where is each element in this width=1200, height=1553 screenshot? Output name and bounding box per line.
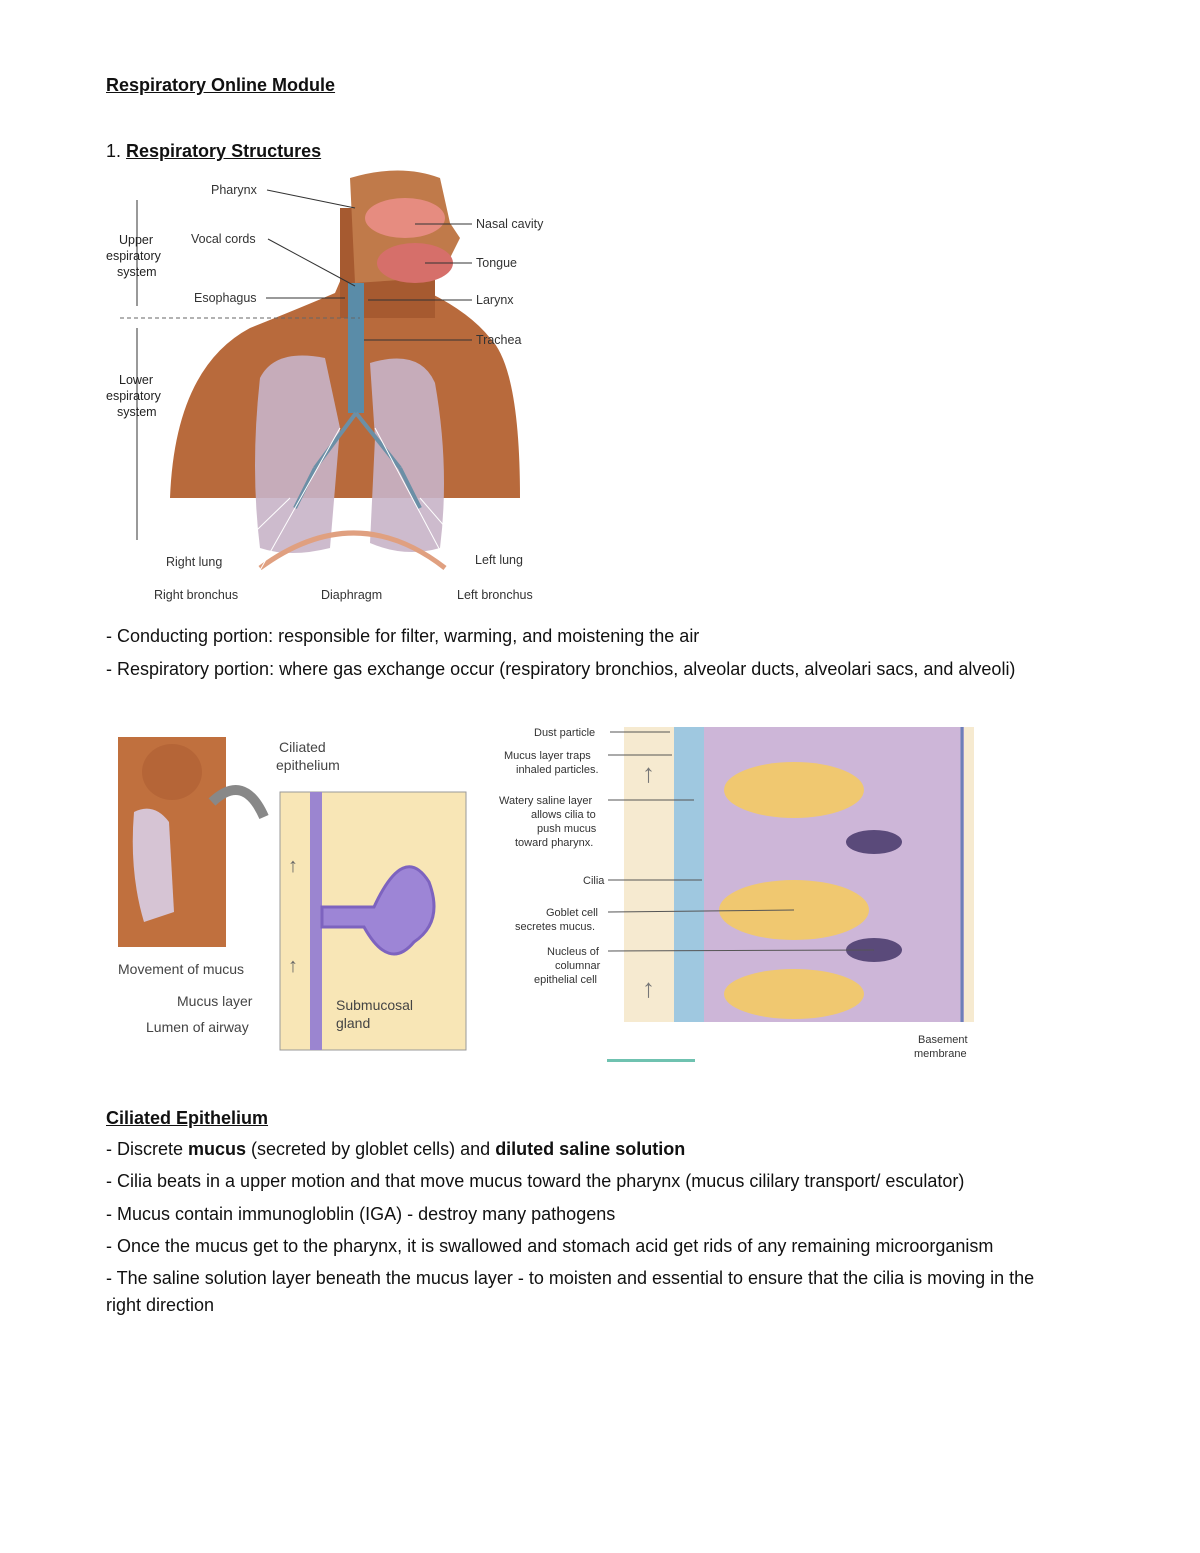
mucociliary-detail-figure: ↑ ↑ Dust particle Mucus layer traps inha…	[499, 727, 974, 1062]
left-lung-shape	[370, 358, 444, 552]
label-left-bronchus: Left bronchus	[457, 588, 533, 602]
label-basement: Basement	[918, 1034, 968, 1046]
epithelium-layer	[310, 792, 322, 1050]
respiratory-anatomy-figure: Upper espiratory system Lower espiratory…	[106, 170, 544, 602]
label-nucleus-3: epithelial cell	[534, 974, 597, 986]
label-lumen: Lumen of airway	[146, 1019, 249, 1035]
label-saline-2: allows cilia to	[531, 809, 596, 821]
section-number: 1.	[106, 141, 122, 161]
bullet-mucus-iga: - Mucus contain immunogloblin (IGA) - de…	[106, 1204, 616, 1224]
label-lower-3: system	[117, 405, 157, 419]
respiratory-portion-text: - Respiratory portion: where gas exchang…	[106, 659, 1016, 679]
label-cilia: Cilia	[583, 875, 605, 887]
document-title: Respiratory Online Module	[106, 75, 336, 95]
label-upper-2: espiratory	[106, 249, 162, 263]
label-ciliated-2: epithelium	[276, 757, 340, 773]
goblet-cell-shape-3	[724, 969, 864, 1019]
leader-vocal-cords	[267, 238, 356, 287]
label-nucleus-2: columnar	[555, 960, 601, 972]
bullet-1-prefix: - Discrete	[106, 1139, 189, 1159]
label-saline-4: toward pharynx.	[515, 837, 593, 849]
label-goblet-2: secretes mucus.	[515, 921, 595, 933]
leader-left-lung	[419, 497, 473, 559]
label-trachea: Trachea	[476, 333, 521, 347]
goblet-cell-shape	[724, 762, 864, 818]
section-title: Respiratory Structures	[126, 141, 322, 161]
label-right-bronchus: Right bronchus	[154, 588, 238, 602]
bullet-1-bold-saline: diluted saline solution	[495, 1139, 686, 1159]
label-right-lung: Right lung	[166, 555, 222, 569]
leader-nucleus	[607, 949, 875, 952]
label-mucus-layer: Mucus layer	[177, 993, 253, 1009]
leader-right-lung	[227, 497, 291, 559]
nucleus-shape	[846, 830, 902, 854]
mucus-flow-arrow-icon: ↑	[642, 758, 655, 788]
bullet-mucus-saline: - Discrete mucus (secreted by globlet ce…	[106, 1138, 685, 1160]
label-mucus-traps: Mucus layer traps	[504, 750, 591, 762]
submucosal-gland-shape	[320, 865, 436, 956]
label-left-lung: Left lung	[475, 553, 523, 567]
label-mucus-traps-2: inhaled particles.	[516, 764, 599, 776]
label-upper: Upper	[119, 233, 153, 247]
bullet-swallowed: - Once the mucus get to the pharynx, it …	[106, 1236, 994, 1256]
label-nucleus: Nucleus of	[547, 946, 600, 958]
label-goblet: Goblet cell	[546, 907, 598, 919]
label-pharynx: Pharynx	[211, 183, 258, 197]
ciliated-epithelium-figure: Ciliated epithelium ↑ ↑ Movement of mucu…	[118, 737, 467, 1051]
bullet-saline-layer: - The saline solution layer beneath the …	[106, 1268, 1035, 1288]
tongue-shape	[377, 243, 453, 283]
label-diaphragm: Diaphragm	[321, 588, 382, 602]
label-nasal-cavity: Nasal cavity	[476, 217, 544, 231]
label-ciliated: Ciliated	[279, 739, 326, 755]
leader-right-bronchus	[249, 427, 341, 589]
trachea-shape	[348, 283, 364, 413]
bronchi-shape	[293, 411, 422, 509]
section-2-heading: Ciliated Epithelium	[106, 1108, 269, 1128]
nasal-cavity-shape	[365, 198, 445, 238]
highlight-bar	[607, 1059, 695, 1062]
label-vocal-cords: Vocal cords	[191, 232, 256, 246]
label-lower-2: espiratory	[106, 389, 162, 403]
label-gland: Submucosal	[336, 997, 413, 1013]
label-basement-2: membrane	[914, 1048, 967, 1060]
right-lung-shape	[255, 355, 340, 553]
section-1-heading: 1. Respiratory Structures	[106, 140, 321, 162]
label-esophagus: Esophagus	[194, 291, 257, 305]
small-head-shape	[142, 744, 202, 800]
mucus-up-arrow-icon-2: ↑	[288, 955, 298, 977]
bullet-1-middle: (secreted by globlet cells) and	[246, 1139, 496, 1159]
label-gland-2: gland	[336, 1015, 370, 1031]
bullet-saline-layer-cont: right direction	[106, 1295, 215, 1315]
zoom-arrow-icon	[208, 785, 269, 820]
small-lung-shape	[132, 808, 174, 922]
diaphragm-shape	[258, 530, 447, 571]
leader-goblet	[607, 909, 795, 913]
label-larynx: Larynx	[476, 293, 514, 307]
bullet-1-bold-mucus: mucus	[188, 1139, 247, 1159]
bullet-cilia-beats: - Cilia beats in a upper motion and that…	[106, 1171, 965, 1191]
mucus-flow-arrow-icon-2: ↑	[642, 973, 655, 1003]
label-saline-3: push mucus	[537, 823, 597, 835]
label-upper-3: system	[117, 265, 157, 279]
label-dust: Dust particle	[534, 727, 595, 739]
mucus-up-arrow-icon: ↑	[288, 855, 298, 877]
label-lower: Lower	[119, 373, 153, 387]
label-movement: Movement of mucus	[118, 961, 244, 977]
conducting-portion-text: - Conducting portion: responsible for fi…	[106, 626, 700, 646]
leader-left-bronchus	[374, 427, 461, 589]
saline-layer	[674, 727, 704, 1022]
label-saline: Watery saline layer	[499, 795, 592, 807]
leader-pharynx	[266, 189, 356, 209]
label-tongue: Tongue	[476, 256, 517, 270]
